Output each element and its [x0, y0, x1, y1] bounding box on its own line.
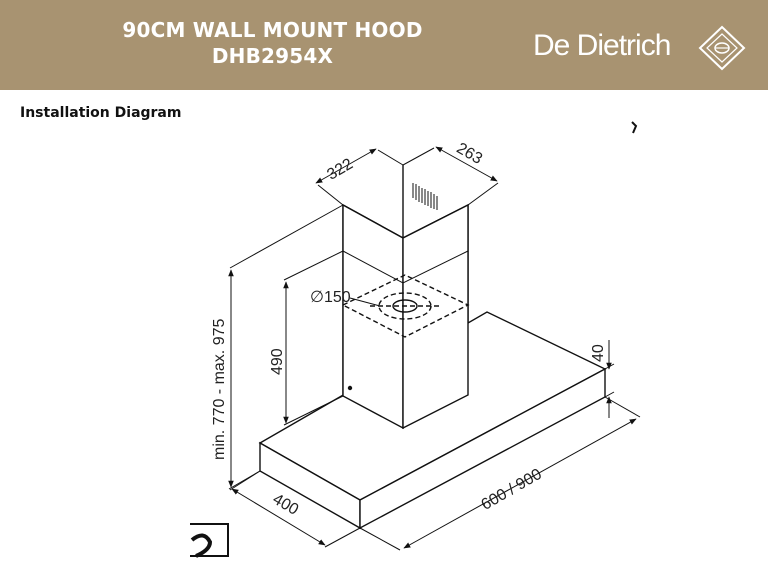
cropped-mark [631, 121, 638, 134]
vent-grille-right [412, 183, 438, 210]
section-heading: Installation Diagram [20, 105, 182, 121]
dim-chimney-height: 490 [269, 348, 286, 375]
dim-duct-diameter: ∅150 [310, 289, 351, 306]
product-title: 90CM WALL MOUNT HOOD [122, 18, 423, 42]
cropped-page-number [190, 523, 229, 557]
product-model: DHB2954X [211, 44, 334, 68]
brand-logo-text: De Dietrich [533, 29, 671, 62]
dim-canopy-thickness: 40 [590, 344, 607, 362]
dim-chimney-depth: 263 [454, 140, 486, 168]
installation-diagram: 322 263 ∅150 490 min. 770 - max. 975 40 … [190, 121, 641, 558]
hood-drawing [258, 165, 607, 530]
dim-canopy-width: 600 / 900 [479, 466, 545, 514]
dim-total-height: min. 770 - max. 975 [211, 319, 228, 461]
dim-chimney-width: 322 [324, 156, 356, 184]
dimension-lines [228, 146, 641, 551]
diamond-logo-icon [698, 25, 746, 71]
header-bar: 90CM WALL MOUNT HOOD DHB2954X De Dietric… [0, 0, 768, 90]
duct-outlet [341, 274, 470, 338]
